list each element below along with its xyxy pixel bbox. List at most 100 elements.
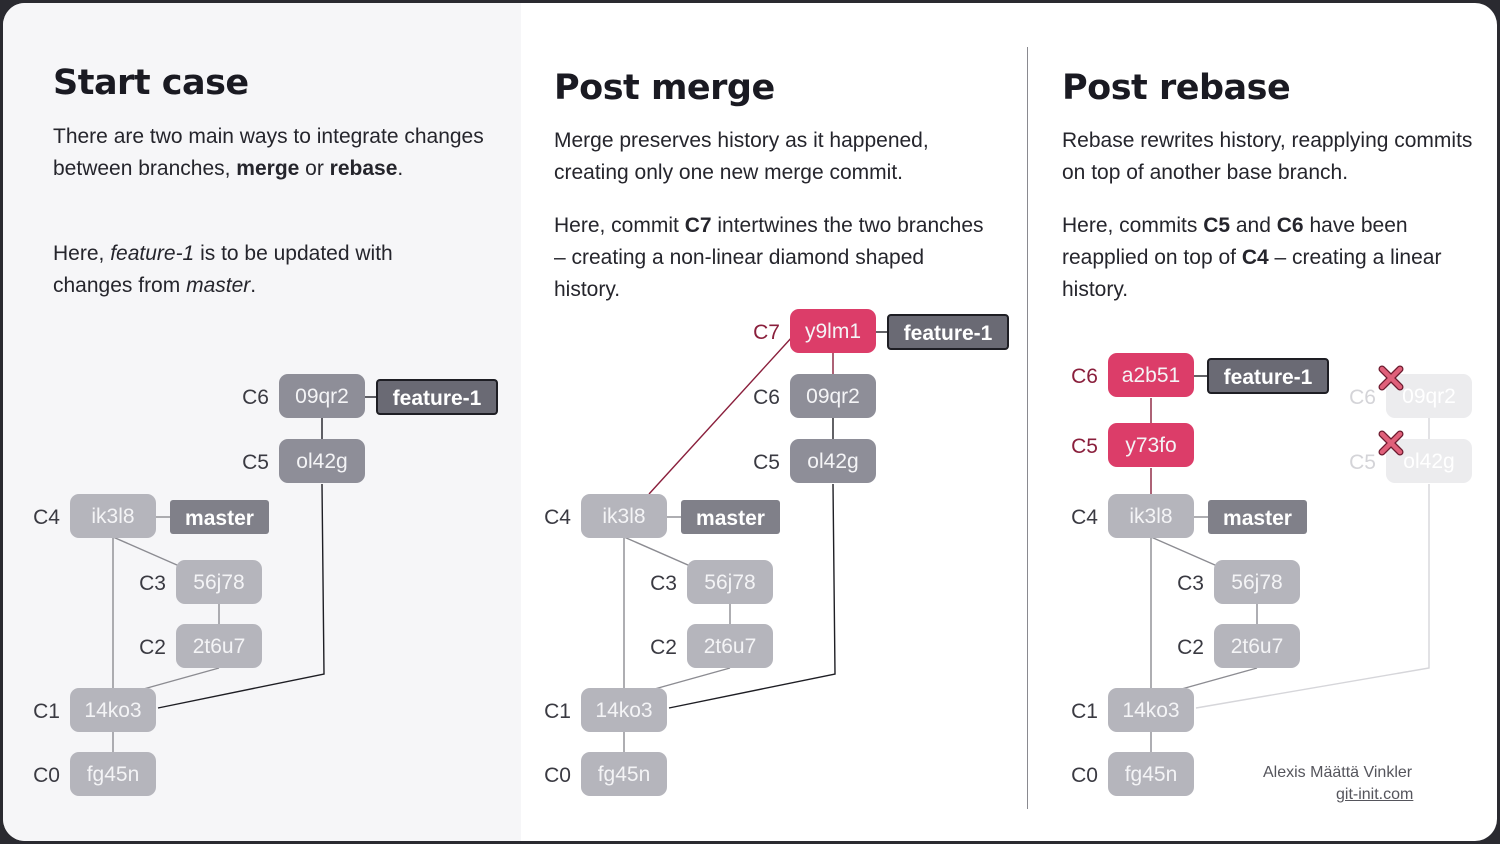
edge-line: [1177, 667, 1258, 691]
commit-hash: 14ko3: [595, 699, 652, 722]
commit-box: [279, 439, 365, 483]
commit-hash: 09qr2: [295, 385, 349, 408]
commit-box: [1108, 353, 1194, 397]
panel-divider: [1027, 47, 1028, 809]
commit-hash: ol42g: [296, 450, 347, 473]
branch-name: feature-1: [904, 322, 993, 345]
commit-label: C4: [1071, 506, 1098, 529]
commit-box: [687, 560, 773, 604]
commit-hash: 56j78: [704, 571, 755, 594]
commit-box: [1108, 752, 1194, 796]
commit-label: C2: [650, 636, 677, 659]
commit-label: C5: [242, 451, 269, 474]
branch-box: [1207, 358, 1329, 394]
branch-tag-master: master: [681, 500, 780, 534]
commit-label: C2: [1177, 636, 1204, 659]
commit-box: [687, 624, 773, 668]
cross-icon: [1378, 365, 1404, 391]
commit-hash: 2t6u7: [704, 635, 757, 658]
commit-label: C1: [544, 700, 571, 723]
branch-box: [1208, 500, 1307, 534]
commit-node-c2: 2t6u7 C2: [650, 624, 773, 668]
commit-node-c5: ol42g C5: [753, 439, 876, 483]
commit-box: [581, 494, 667, 538]
commit-node-c3: 56j78 C3: [139, 560, 262, 604]
commit-box: [581, 752, 667, 796]
commit-node-c5: ol42g C5: [242, 439, 365, 483]
commit-hash: 14ko3: [84, 699, 141, 722]
commit-box: [70, 494, 156, 538]
commit-label: C5: [753, 451, 780, 474]
commit-box: [1214, 624, 1300, 668]
commit-hash: fg45n: [598, 763, 651, 786]
commit-box: [279, 374, 365, 418]
credit-link[interactable]: git-init.com: [1336, 786, 1414, 803]
commit-label: C1: [1071, 700, 1098, 723]
commit-hash: ik3l8: [602, 505, 645, 528]
start-case-title: Start case: [53, 63, 249, 103]
commit-label: C7: [753, 321, 780, 344]
edge-line: [668, 483, 836, 709]
commit-box: [1214, 560, 1300, 604]
commit-hash: 56j78: [1231, 571, 1282, 594]
commit-hash: 56j78: [193, 571, 244, 594]
commit-hash: y9lm1: [805, 320, 861, 343]
branch-name: feature-1: [1224, 366, 1313, 389]
edge-line: [648, 335, 794, 495]
commit-box: [790, 309, 876, 353]
commit-label: C5: [1071, 435, 1098, 458]
commit-box: [1386, 439, 1472, 483]
commit-label: C0: [1071, 764, 1098, 787]
commit-hash: fg45n: [1125, 763, 1178, 786]
post-rebase-detail: Here, commits C5 and C6 have been reappl…: [1062, 214, 1442, 301]
edge-line: [139, 667, 220, 691]
commit-graph: 09qr2C6ol42gC5ik3l8C456j78C32t6u7C214ko3…: [33, 309, 1472, 796]
commit-node-c1: 14ko3 C1: [33, 688, 156, 732]
branch-tag-feature-1: feature-1: [376, 379, 498, 415]
commit-label: C3: [139, 572, 166, 595]
commit-hash: 09qr2: [1402, 385, 1456, 408]
commit-label: C1: [33, 700, 60, 723]
post-merge-detail: Here, commit C7 intertwines the two bran…: [554, 214, 984, 301]
cross-stroke: [1379, 431, 1403, 455]
branch-name: feature-1: [393, 387, 482, 410]
commit-node-c0: fg45n C0: [1071, 752, 1194, 796]
commit-node-c4: ik3l8 C4: [1071, 494, 1194, 538]
branch-box: [170, 500, 269, 534]
commit-hash: a2b51: [1122, 364, 1180, 387]
commit-box: [790, 439, 876, 483]
commit-box: [581, 688, 667, 732]
commit-box: [70, 752, 156, 796]
branch-box: [681, 500, 780, 534]
cross-stroke: [1379, 366, 1403, 390]
branch-name: master: [185, 507, 254, 530]
commit-box: [176, 624, 262, 668]
edge-line: [1195, 484, 1430, 709]
commit-hash: ik3l8: [91, 505, 134, 528]
commit-label: C3: [1177, 572, 1204, 595]
branch-tag-feature-1: feature-1: [1207, 358, 1329, 394]
commit-box: [1108, 494, 1194, 538]
branch-name: master: [1223, 507, 1292, 530]
commit-label: C0: [33, 764, 60, 787]
start-case-detail: Here, feature-1 is to be updated with ch…: [53, 242, 393, 297]
branch-box: [887, 314, 1009, 350]
commit-label: C6: [753, 386, 780, 409]
commit-hash: ol42g: [807, 450, 858, 473]
commit-node-c7: y9lm1 C7: [753, 309, 876, 353]
commit-hash: ik3l8: [1129, 505, 1172, 528]
commit-hash: ol42g: [1403, 450, 1454, 473]
commit-label: C2: [139, 636, 166, 659]
credit-author: Alexis Määttä Vinkler: [1263, 764, 1413, 781]
